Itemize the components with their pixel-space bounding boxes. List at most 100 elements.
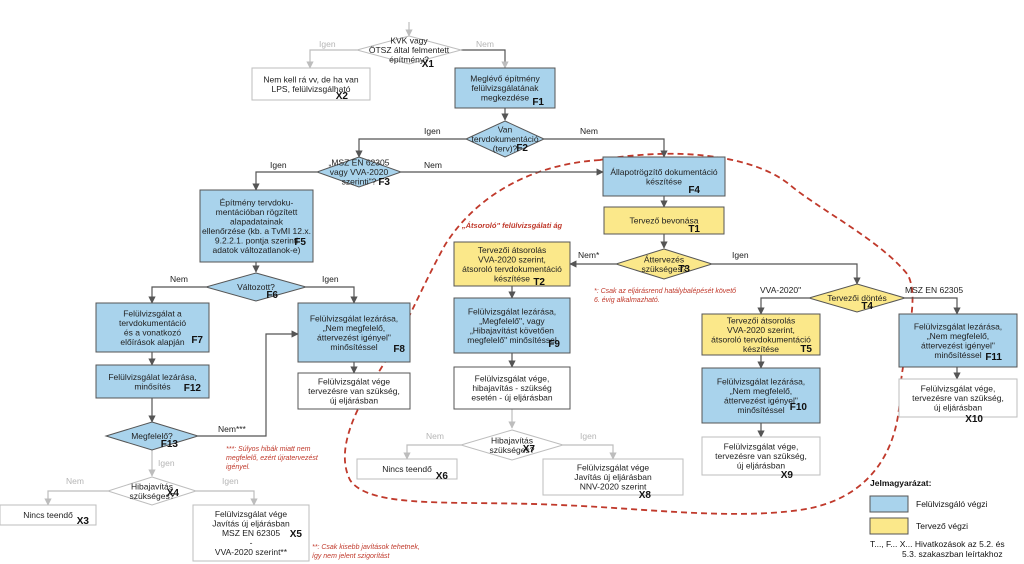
node-e2: Felülvizsgálat vége,hibajavítás - szüksé… [453,366,571,410]
x1-yes-label: Igen [319,39,336,49]
x7-no-label: Nem [426,431,444,441]
node-f7-text: és a vonatkozó [124,327,181,337]
legend-refs-line1: T..., F... X... Hivatkozások az 5.2. és [870,539,1005,549]
node-f11-text: Felülvizsgálat lezárása, [914,321,1002,331]
node-x10-code: X10 [965,414,983,425]
node-x7-code: X7 [523,444,536,455]
legend-title: Jelmagyarázat: [870,478,932,488]
star1-note-line2: 6. évig alkalmazható. [594,297,660,304]
star3-note-line1: ***: Súlyos hibák miatt nem [226,446,311,453]
node-t1-code: T1 [688,224,700,235]
node-x6-text: Nincs teendő [382,464,432,474]
node-x1-text: KVK vagy [390,36,428,46]
node-f1-text: Meglévő építmény [470,74,540,84]
node-f7-text: Felülvizsgálat a [123,308,182,318]
node-x10-text: új eljárásban [934,403,982,413]
node-f13: Megfelelő?F13 [104,421,200,451]
star1-note-line1: *: Csak az eljárásrend hatálybalépését k… [594,288,736,295]
node-t2-code: T2 [533,277,545,288]
node-x5-text: Javítás új eljárásban [212,519,290,529]
node-f13-diamond [104,421,200,451]
node-f2-text: (terv)? [493,144,518,154]
node-f1-text: megkezdése [481,93,529,103]
node-f5-text: ellenőrzése (kb. a TvMI 12.x. [202,226,311,236]
node-t1-box [603,206,725,235]
node-x1-text: építmény? [389,55,429,65]
node-f3-text: szerinti"? [342,177,377,187]
node-t2-box [453,241,571,287]
node-t5-box [701,313,821,356]
node-f2-diamond [464,120,546,158]
node-f10-text: minősítéssel [737,405,784,415]
node-f9-box [453,297,571,354]
node-f12-text: minősítés [134,381,170,391]
node-f11-text: „Nem megfelelő, [927,331,989,341]
node-x4-diamond [106,476,198,506]
legend-designer-label: Tervező végzi [916,521,968,531]
node-x2-box [251,67,371,101]
node-e2-text: hibajavítás - szükség [472,383,552,393]
node-t2-text: készítése [494,273,530,283]
x4-no-label: Nem [66,476,84,486]
node-x10-box [898,378,1018,418]
x7-yes-label: Igen [580,431,597,441]
node-f4-text: Állapotrögzítő dokumentáció [610,167,718,177]
f13-no-label: Nem*** [218,424,247,434]
node-f3-diamond [315,156,403,188]
node-f11: Felülvizsgálat lezárása,„Nem megfelelő,á… [898,313,1018,368]
star2-note-line2: így nem jelent szigorítást [312,553,390,560]
node-f8-text: minősítéssel [330,342,377,352]
node-x5-box [192,504,310,562]
node-t5-text: Tervezői átsorolás [727,315,796,325]
f2-no-label: Nem [580,126,598,136]
node-f6-diamond [204,272,308,302]
f6-yes-label: Igen [322,274,339,284]
t4-vva-label: VVA-2020" [760,285,801,295]
node-f6: Változott?F6 [204,272,308,302]
x1-no-label: Nem [476,39,494,49]
node-x9-code: X9 [781,470,794,481]
star2-note-line1: **: Csak kisebb javítások tehetnek, [312,544,420,551]
node-f10-text: „Nem megfelelő, [730,386,792,396]
node-t5-code: T5 [800,344,812,355]
region-note: „Átsoroló" felülvizsgálati ág [461,221,563,230]
node-x2-text: LPS, felülvizsgálható [272,84,351,94]
node-f5-text: Építmény tervdoku- [220,197,294,207]
node-f2-text: tervdokumentáció [471,134,538,144]
node-f10: Felülvizsgálat lezárása,„Nem megfelelő,á… [701,367,821,424]
node-x2-text: Nem kell rá vv, de ha van [263,74,359,84]
node-t2-text: Tervezői átsorolás [478,245,547,255]
node-f9-text: „Hibajavítást követően [470,325,554,335]
f6-no-label: Nem [170,274,188,284]
node-x5-text: - [250,538,253,548]
node-f6-text: Változott? [237,282,275,292]
node-t5-text: átsoroló tervdokumentáció [711,334,811,344]
node-f7-code: F7 [191,335,203,346]
node-e1-box [297,372,411,410]
node-f7-text: tervdokumentáció [119,318,186,328]
node-f6-code: F6 [266,290,278,301]
notes: „Átsoroló" felülvizsgálati ág *: Csak az… [226,221,736,560]
node-x8-box [542,458,684,496]
node-t3-code: T3 [678,264,690,275]
node-f12-box [95,364,210,399]
t3-yes-label: Igen [732,250,749,260]
node-f11-text: minősítéssel [934,350,981,360]
node-t5-text: VVA-2020 szerint, [727,325,795,335]
node-f10-text: áttervezést igényel" [724,395,798,405]
node-e1-text: tervezésre van szükség, [308,386,400,396]
node-e2-box [453,366,571,410]
node-x7-diamond [459,429,565,461]
node-f13-text: Megfelelő? [131,431,173,441]
node-f2-code: F2 [516,143,528,154]
node-t3-text: Áttervezés [644,254,684,264]
